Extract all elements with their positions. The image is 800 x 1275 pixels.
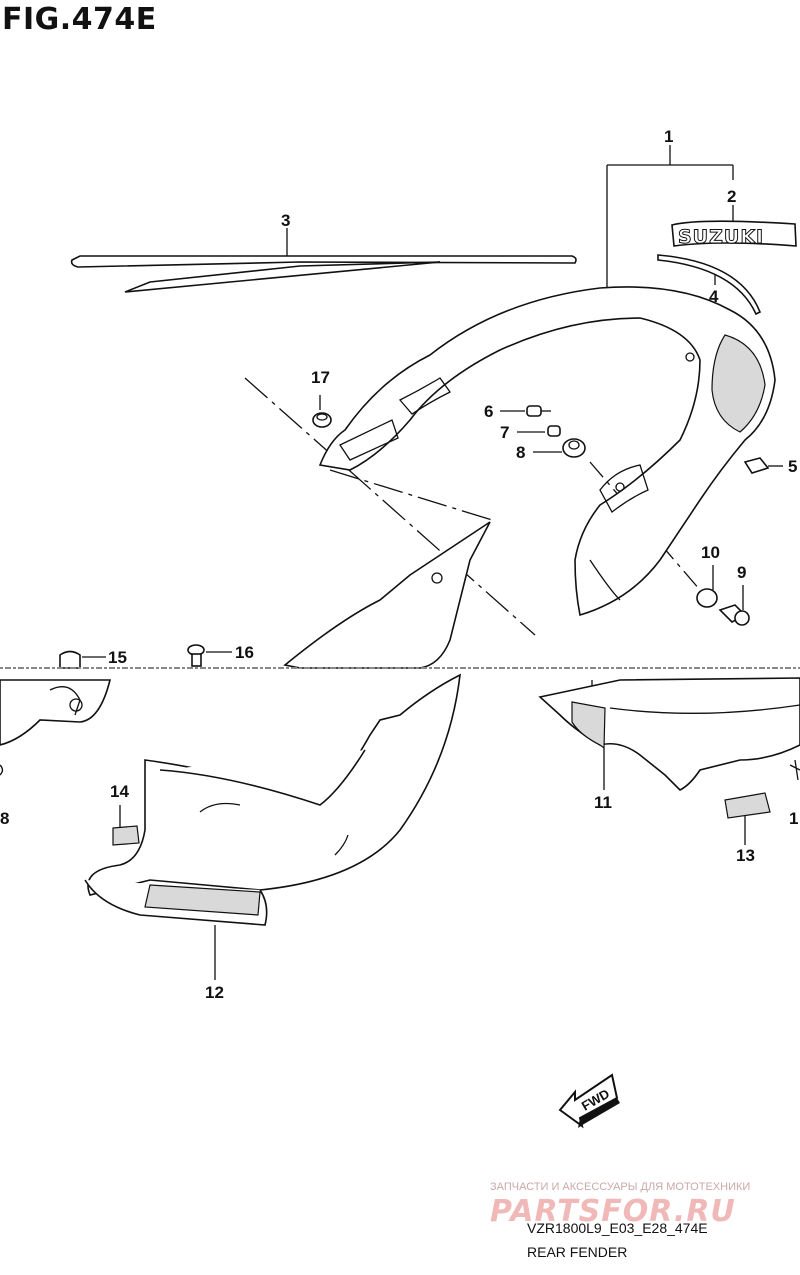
watermark-logo: PARTSFOR.RU [490,1194,736,1229]
diagram-caption: REAR FENDER [527,1244,628,1260]
trim-strip-part-4 [657,254,762,316]
left-side-part [0,679,112,746]
callout-13: 13 [736,846,755,865]
callout-4: 4 [709,287,719,306]
diagram-code: VZR1800L9_E03_E28_474E [527,1220,708,1236]
nut-part-5 [743,457,770,474]
callout-16: 16 [235,643,254,662]
fwd-arrow: FWD [558,1073,620,1129]
stripe-tape-part-3 [70,255,577,293]
rear-cowl-part-1 [318,286,776,617]
pad-part-13 [724,792,771,819]
grommet-part-15 [59,650,81,669]
watermark-tagline: ЗАПЧАСТИ И АКСЕССУАРЫ ДЛЯ МОТОТЕХНИКИ [490,1181,751,1193]
callout-6: 6 [484,402,493,421]
emblem-text: SUZUKI [678,226,764,248]
cushion-part-8 [562,438,586,458]
pad-part-14 [112,825,140,846]
callout-8: 8 [516,443,525,462]
callout-14: 14 [110,782,129,801]
screw-right-edge [789,759,800,781]
callout-7: 7 [500,423,509,442]
callout-5: 5 [788,457,797,476]
callout-12: 12 [205,983,224,1002]
grommet-part-17 [312,412,332,428]
callout-numbers: 1 2 3 4 5 6 7 8 9 10 11 12 13 14 15 16 1… [0,127,798,1002]
callout-2: 2 [727,187,736,206]
callout-17: 17 [311,368,330,387]
callout-11: 11 [594,793,612,812]
clip-part-16 [187,644,205,667]
screw-part-6 [526,405,551,417]
callout-8-left: 8 [0,809,9,828]
callout-3: 3 [281,211,290,230]
callout-10: 10 [701,543,720,562]
screw-part-9 [718,604,750,626]
collar-part-7 [547,425,561,437]
callout-15: 15 [108,648,127,667]
callout-9: 9 [737,563,746,582]
figure-title: FIG.474E [2,2,157,37]
cushion-part-10 [696,588,718,608]
side-cover-part-11 [538,677,800,791]
callout-1: 1 [664,127,673,146]
side-cover-part-12 [84,673,461,926]
side-cover-bracket-upper [283,521,491,669]
callout-1-right: 1 [789,809,798,828]
suzuki-emblem-part-2: SUZUKI [671,220,797,249]
screw-left-edge [0,764,4,776]
